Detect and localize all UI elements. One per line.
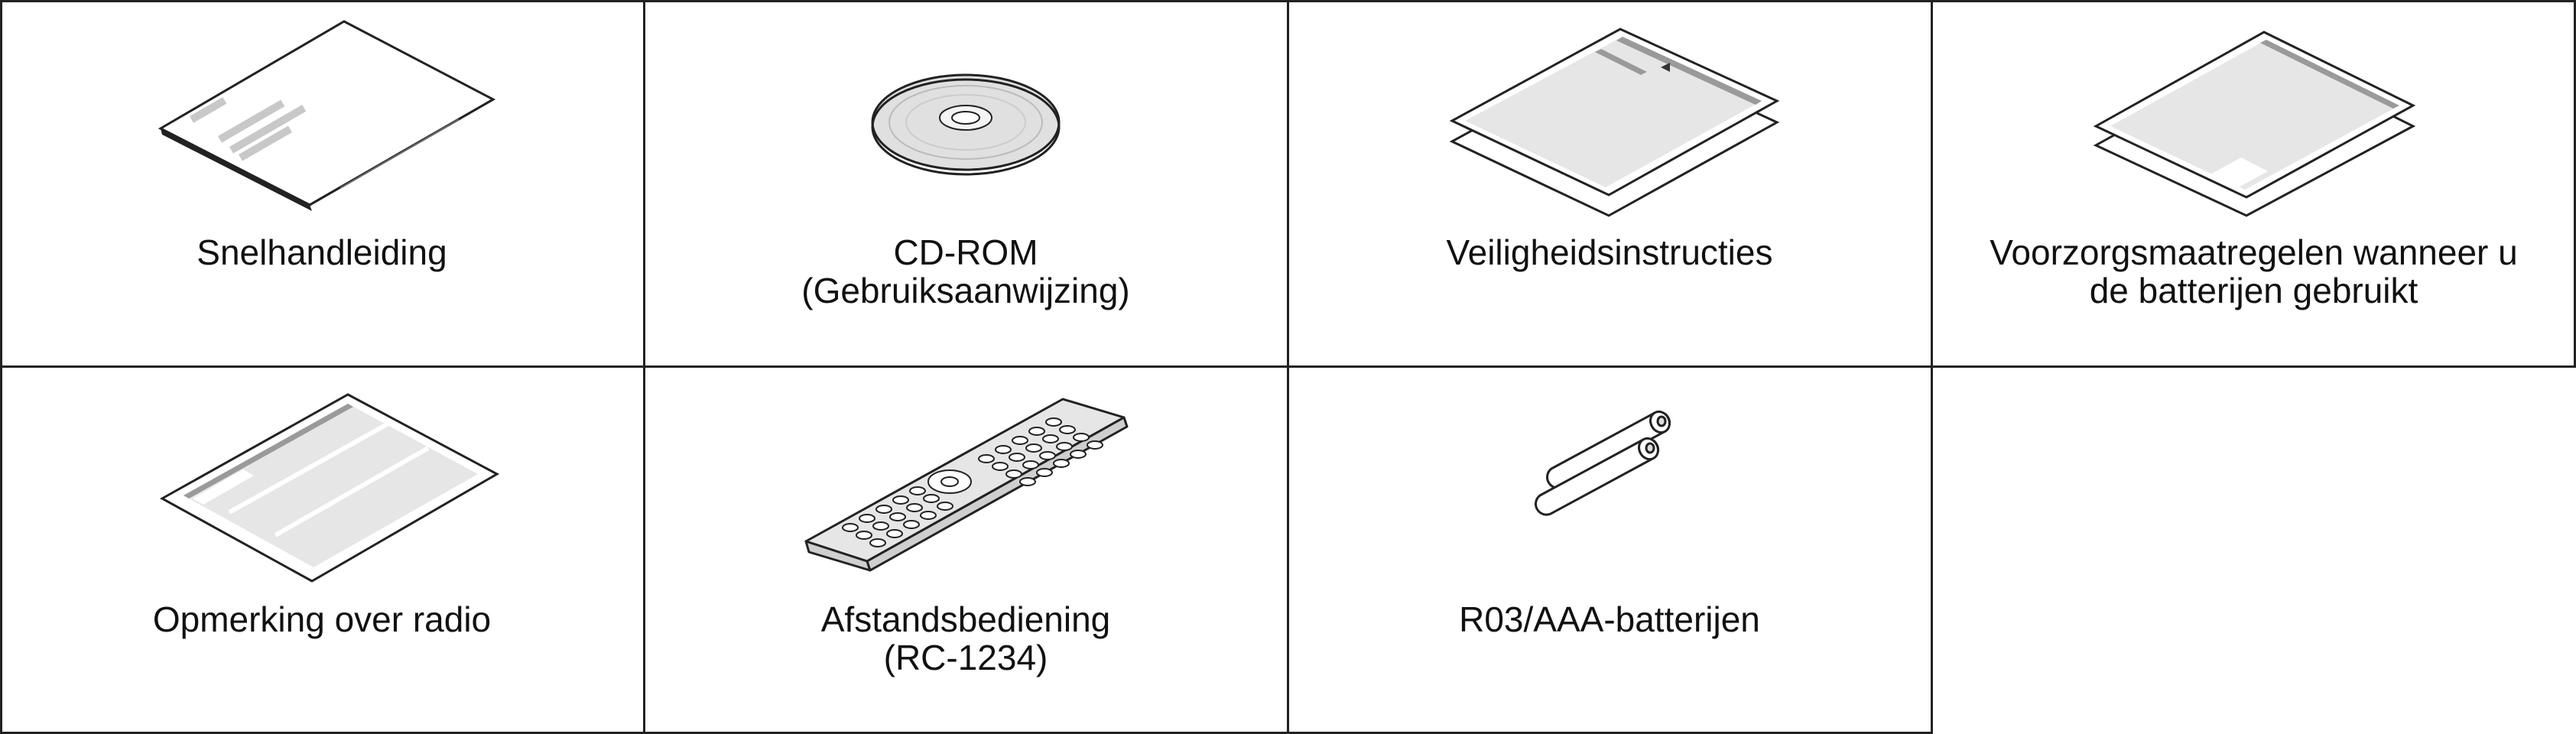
caption-battery-precautions: Voorzorgsmaatregelen wanneer u de batter… — [1990, 232, 2518, 310]
remote-control-icon — [644, 367, 1288, 596]
item-cd-rom: CD-ROM (Gebruiksaanwijzing) — [644, 0, 1288, 367]
item-batteries: R03/AAA-batterijen — [1288, 367, 1931, 734]
grid-border-bottom — [0, 732, 1933, 734]
caption-remote: Afstandsbediening (RC-1234) — [820, 599, 1111, 677]
folded-booklet-icon — [0, 0, 644, 229]
grid-border-left — [0, 0, 2, 734]
grid-border-right — [2574, 0, 2576, 368]
item-quick-guide: Snelhandleiding — [0, 0, 644, 367]
caption-quick-guide: Snelhandleiding — [197, 232, 447, 272]
safety-sheet-icon — [1288, 0, 1931, 229]
caption-safety: Veiligheidsinstructies — [1446, 232, 1773, 272]
grid-col-divider-2 — [1287, 0, 1289, 734]
item-radio-note: Opmerking over radio — [0, 367, 644, 734]
aaa-batteries-icon — [1288, 367, 1931, 596]
precaution-sheet-icon — [1931, 0, 2576, 229]
caption-radio-note: Opmerking over radio — [152, 599, 492, 639]
radio-note-sheet-icon — [0, 367, 644, 596]
cd-disc-icon — [644, 0, 1288, 229]
item-remote: Afstandsbediening (RC-1234) — [644, 367, 1288, 734]
item-battery-precautions: Voorzorgsmaatregelen wanneer u de batter… — [1931, 0, 2576, 367]
caption-cd-rom: CD-ROM (Gebruiksaanwijzing) — [801, 232, 1130, 310]
caption-batteries: R03/AAA-batterijen — [1459, 599, 1760, 639]
grid-col-divider-1 — [643, 0, 645, 734]
grid-col-divider-3 — [1931, 0, 1933, 734]
item-safety: Veiligheidsinstructies — [1288, 0, 1931, 367]
